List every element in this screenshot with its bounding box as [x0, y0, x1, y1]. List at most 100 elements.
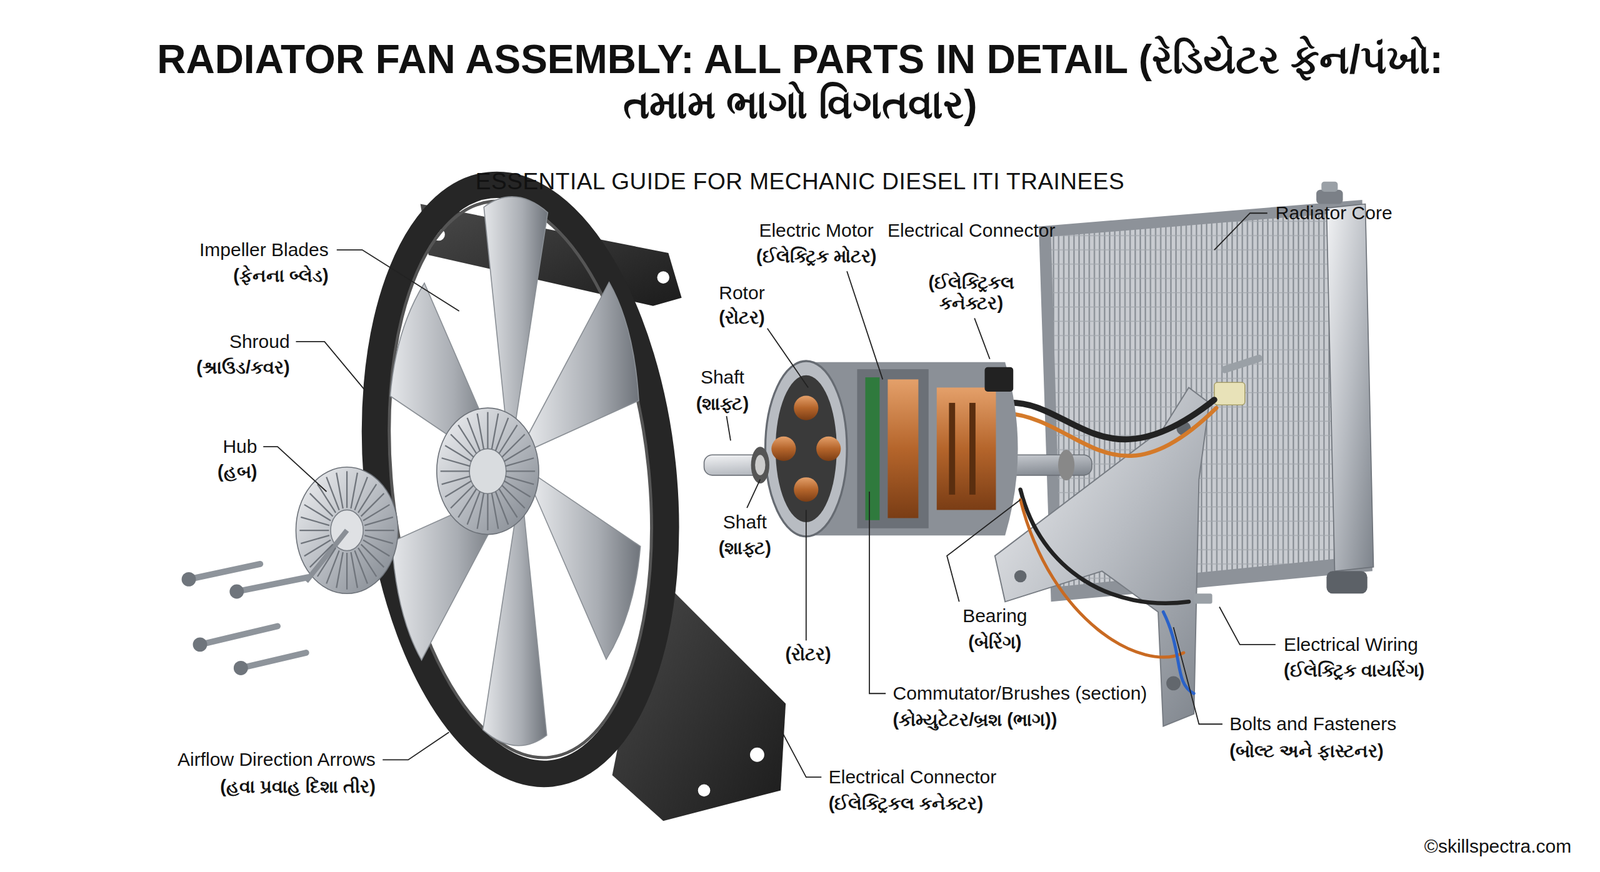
electrical-wiring — [1163, 612, 1194, 695]
leader-lines — [726, 416, 731, 441]
fan-hub — [477, 493, 484, 529]
fan-hub — [304, 540, 331, 557]
fan-hub — [310, 544, 334, 568]
bolts — [181, 564, 309, 676]
fan-hub — [477, 413, 484, 450]
part-label: (રોટર) — [718, 308, 765, 329]
fan-hub — [317, 484, 336, 514]
part-label: Airflow Direction Arrows — [177, 749, 376, 772]
fan-hub — [350, 473, 357, 509]
radiator-core — [1326, 571, 1367, 594]
fan-hub — [505, 458, 534, 467]
fan-hub — [300, 517, 330, 526]
leader-lines — [974, 318, 990, 359]
leader-lines — [295, 341, 365, 391]
electric-motor — [948, 403, 955, 495]
part-label: Impeller Blades — [199, 239, 329, 262]
leader-lines — [805, 510, 807, 641]
impeller-blades — [483, 514, 547, 746]
part-label: (ઈલેક્ટ્રિક મોટર) — [756, 246, 877, 268]
mounting-bracket — [1220, 354, 1264, 375]
part-label: Electrical Connector — [828, 766, 997, 789]
part-label: (શ્રાઉડ/કવર) — [196, 358, 290, 379]
fan-shroud — [363, 188, 678, 772]
part-label: (ઈલેક્ટ્રિકલ કનેક્ટર) — [828, 793, 984, 815]
electric-motor — [751, 446, 770, 484]
fan-hub — [486, 493, 489, 531]
electric-motor — [856, 369, 929, 529]
electric-motor — [969, 403, 976, 495]
fan-hub — [317, 548, 336, 577]
fan-hub — [363, 540, 390, 557]
part-label: (બોલ્ટ અને ફાસ્ટનર) — [1229, 741, 1384, 763]
bolts — [181, 572, 197, 587]
fan-hub — [498, 425, 517, 454]
part-label: Electrical Wiring — [1283, 634, 1419, 657]
leader-lines — [946, 500, 1021, 602]
bolts — [233, 661, 249, 676]
fan-shroud — [698, 785, 711, 798]
fan-hub — [310, 493, 334, 517]
fan-hub — [441, 476, 471, 485]
electric-motor — [865, 377, 880, 521]
fan-hub — [364, 517, 394, 526]
fan-hub — [501, 434, 525, 458]
part-label: Rotor — [718, 281, 765, 304]
fan-hub — [505, 470, 535, 472]
fan-hub — [306, 530, 347, 582]
fan-hub — [355, 477, 368, 511]
part-label: Electrical Connector — [887, 220, 1055, 242]
electric-motor — [985, 367, 1014, 392]
part-label: (શાફ્ટ) — [718, 538, 772, 560]
fan-hub — [361, 544, 385, 568]
fan-hub — [491, 413, 499, 450]
electrical-wiring — [1005, 400, 1217, 694]
part-label: (શાફ્ટ) — [696, 393, 749, 415]
leader-lines — [1214, 213, 1268, 250]
part-label: Electric Motor — [758, 220, 874, 242]
part-label: Bearing — [962, 605, 1027, 628]
fan-hub — [336, 473, 343, 509]
fan-hub — [295, 467, 398, 594]
title-text: RADIATOR FAN ASSEMBLY: ALL PARTS IN DETA… — [137, 37, 1463, 127]
fan-hub — [486, 412, 489, 450]
leader-lines — [263, 446, 327, 492]
fan-shroud — [347, 170, 694, 790]
electric-motor — [806, 362, 1019, 537]
leader-lines — [746, 479, 760, 509]
leader-lines — [869, 491, 886, 694]
fan-hub — [445, 481, 472, 498]
fan-hub — [326, 477, 339, 511]
fan-hub — [299, 530, 329, 532]
fan-hub — [350, 552, 357, 589]
fan-hub — [326, 550, 339, 584]
leader-lines — [1219, 606, 1276, 645]
fan-hub — [336, 552, 343, 589]
fan-hub — [450, 485, 474, 509]
part-label: (ફેનના બ્લેડ) — [233, 266, 329, 287]
part-label: (ઈલેક્ટ્રિકલ કનેક્ટર) — [895, 271, 1049, 314]
fan-hub — [458, 425, 477, 454]
part-label: Shroud — [229, 331, 290, 354]
leader-lines — [382, 732, 449, 760]
fan-hub — [361, 493, 385, 517]
mounting-bracket — [1014, 570, 1027, 584]
impeller-blades — [528, 282, 639, 449]
fan-hub — [503, 445, 530, 462]
part-label: Bolts and Fasteners — [1229, 713, 1397, 736]
impeller-blades — [390, 196, 640, 747]
electric-motor — [793, 477, 819, 502]
electric-motor — [936, 387, 997, 510]
fan-hub — [358, 484, 377, 514]
fan-hub — [436, 408, 539, 535]
leader-lines — [846, 271, 883, 380]
electric-motor — [704, 361, 1092, 537]
part-label: (હબ) — [217, 461, 257, 483]
fan-hub — [503, 481, 530, 498]
fan-shroud — [656, 271, 670, 284]
radiator-core — [1316, 190, 1343, 205]
subtitle: ESSENTIAL GUIDE FOR MECHANIC DIESEL ITI … — [475, 168, 1125, 195]
fan-hub — [365, 530, 395, 532]
watermark: ©skillspectra.com — [1424, 836, 1572, 859]
electric-motor — [793, 396, 819, 421]
